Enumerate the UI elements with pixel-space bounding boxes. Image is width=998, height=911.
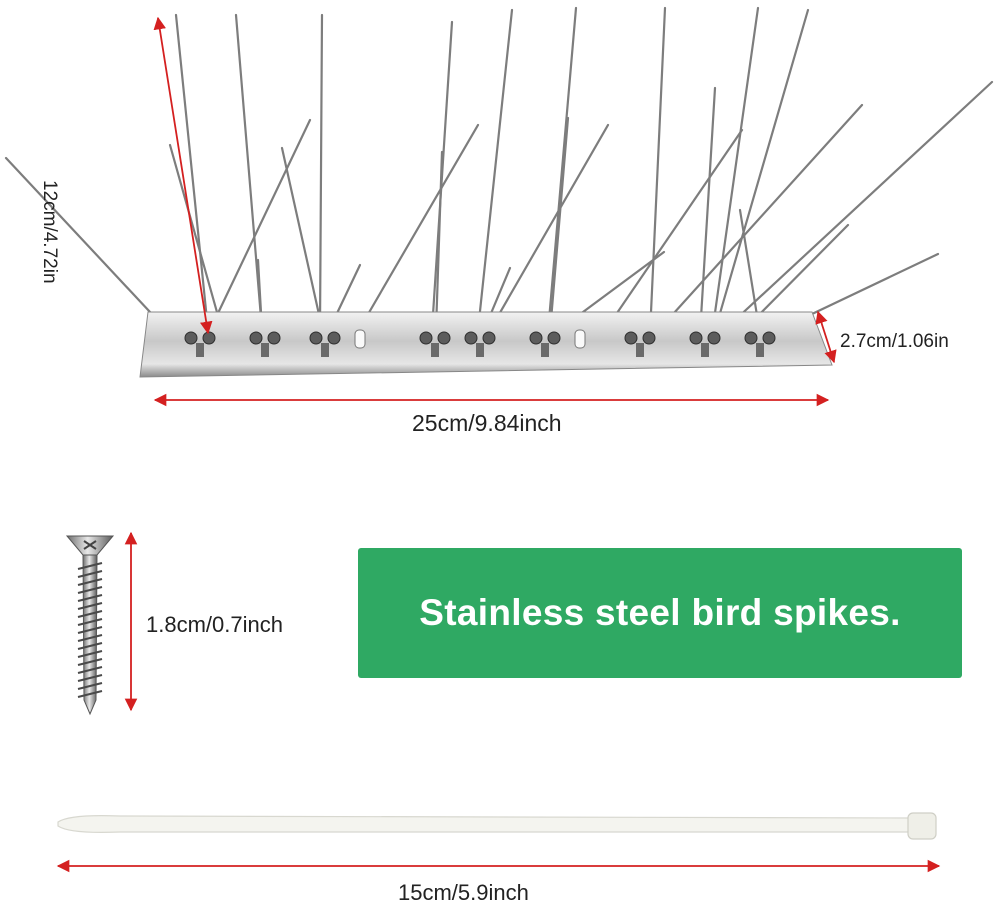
spike-height-label: 12cm/4.72in	[39, 180, 60, 284]
cable-tie-icon	[57, 812, 937, 840]
spike-strip-base	[139, 311, 833, 378]
strip-width-label: 2.7cm/1.06in	[840, 331, 949, 352]
spike-clamps	[184, 329, 776, 357]
screw-length-label: 1.8cm/0.7inch	[146, 612, 283, 637]
cable-tie-length-label: 15cm/5.9inch	[398, 880, 529, 905]
strip-width-arrow	[815, 310, 837, 364]
spike-height-arrow	[153, 16, 213, 335]
strip-length-label: 25cm/9.84inch	[412, 410, 562, 436]
screw-icon	[65, 535, 115, 716]
banner-text: Stainless steel bird spikes.	[419, 592, 901, 633]
bird-spike-strip	[4, 6, 994, 378]
spike-wires	[4, 6, 994, 337]
product-banner: Stainless steel bird spikes.	[358, 548, 962, 678]
